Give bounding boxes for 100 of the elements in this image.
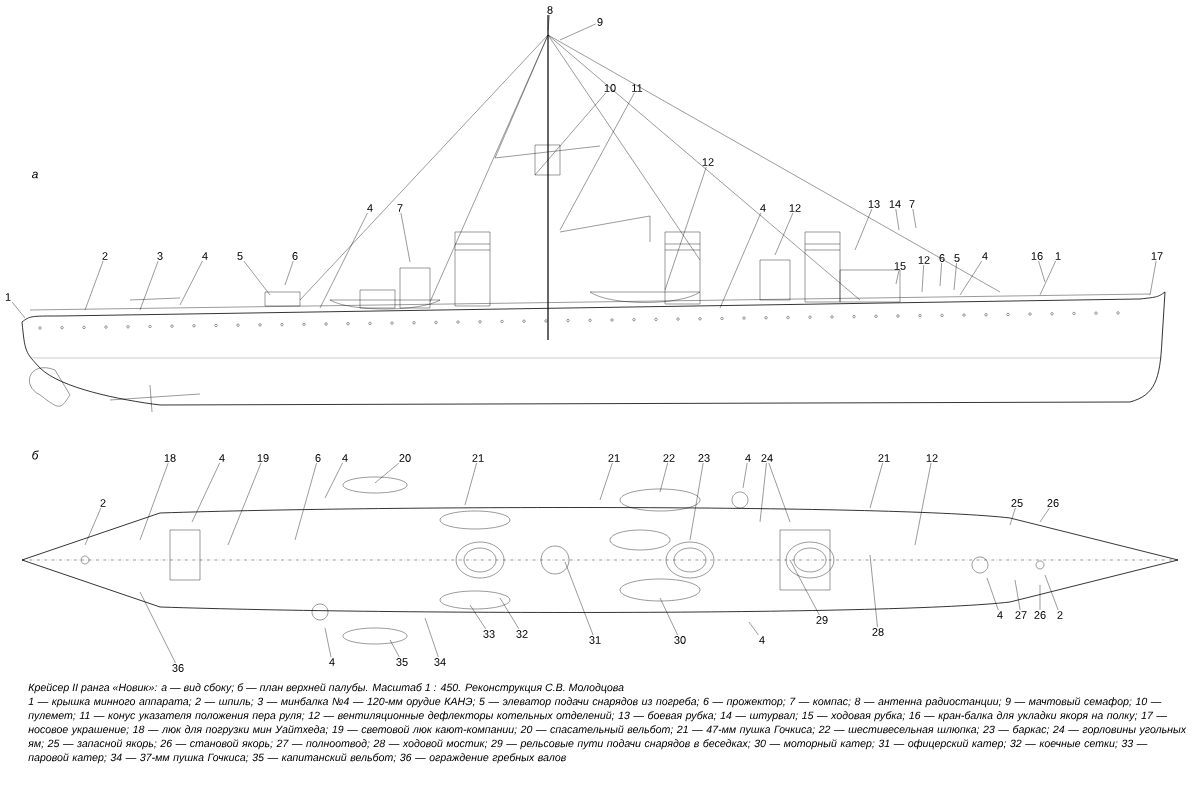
leader-line <box>1039 260 1056 296</box>
leader-line <box>469 604 486 630</box>
callout-number: 34 <box>434 658 446 666</box>
callout-number: 33 <box>483 630 495 638</box>
callout-number: 16 <box>1031 252 1043 260</box>
callout-number: 11 <box>632 84 643 92</box>
leader-line <box>664 166 707 291</box>
leader-line <box>499 597 520 630</box>
callout-number: 26 <box>1034 611 1046 619</box>
leader-line <box>294 462 317 541</box>
leader-line <box>389 639 400 658</box>
callout-number: 1 <box>5 293 11 301</box>
callout-number: 29 <box>816 616 828 624</box>
leader-line <box>748 621 759 636</box>
callout-number: 4 <box>219 454 225 462</box>
leader-line <box>789 559 820 616</box>
leader-line <box>719 212 762 309</box>
callout-number: 6 <box>315 454 321 462</box>
leader-line <box>374 462 400 484</box>
callout-number: 15 <box>894 262 906 270</box>
callout-number: 7 <box>909 200 915 208</box>
leader-line <box>139 260 159 311</box>
callout-number: 2 <box>102 252 108 260</box>
callout-number: 35 <box>396 658 408 666</box>
leader-line <box>324 462 343 499</box>
callout-number: 10 <box>604 84 616 92</box>
leader-line <box>559 92 635 231</box>
callout-number: 4 <box>342 454 348 462</box>
leader-line <box>914 462 932 546</box>
leader-line <box>400 212 411 263</box>
leader-line <box>759 462 767 523</box>
leader-line <box>1039 507 1050 523</box>
leader-line <box>895 208 900 231</box>
callout-number: 4 <box>760 204 766 212</box>
callout-number: 24 <box>761 454 773 462</box>
leader-line <box>84 507 102 546</box>
callout-number: 6 <box>939 254 945 262</box>
leader-line <box>1039 584 1041 611</box>
leader-line <box>139 591 176 664</box>
leader-line <box>895 270 900 285</box>
callout-number: 9 <box>597 18 603 26</box>
callout-number: 4 <box>745 454 751 462</box>
callout-number: 36 <box>172 664 184 672</box>
callout-number: 3 <box>157 252 163 260</box>
callout-number: 13 <box>868 200 880 208</box>
callout-number: 21 <box>472 454 484 462</box>
callout-number: 19 <box>257 454 269 462</box>
callout-number: 4 <box>367 204 373 212</box>
callout-number: 21 <box>608 454 620 462</box>
callout-number: 25 <box>1011 499 1023 507</box>
leader-line <box>243 260 271 296</box>
leader-line <box>84 260 104 311</box>
leader-line <box>284 260 294 286</box>
callout-number: 4 <box>759 636 765 644</box>
leader-line <box>464 462 477 506</box>
leader-line <box>768 462 791 523</box>
leader-line <box>1014 579 1021 611</box>
leader-line <box>534 92 606 176</box>
key-text: 1 — крышка минного аппарата; 2 — шпиль; 3 — минбалка №4 — 120-мм орудие КАНЭ; 5 — элеватор подачи снарядов из погреба; 6 — прожектор; 7 — компас; 8 — антенна радиостанции; 9 — мачтовый семафор; 10 — пулемет; 11 — конус указателя положения пера руля; 12 — вентиляционные дефлекторы котельных отделений; 13 — боевая рубка; 14 — штурвал; 15 — ходовая рубка; 16 — кран-балка для укладки якоря на полку; 17 — носовое украшение; 18 — люк для погрузки мин Уайтхеда; 19 — световой люк кают-компании; 20 — спасательный вельбот; 21 — 47-мм пушка Гочкиса; 22 — шестивесельная шлюпка; 23 — баркас; 24 — горловины угольных ям; 25 — запасной якорь; 26 — становой якорь; 27 — полноотвод; 28 — ходовой мостик; 29 — рельсовые пути подачи снарядов в беседках; 30 — моторный катер; 31 — офицерский катер; 32 — коечные сетки; 33 — паровой катер; 34 — 37-мм пушка Гочкиса; 35 — капитанский вельбот; 36 — ограждение гребных валов <box>27 697 1187 764</box>
leader-line <box>424 617 439 658</box>
callout-number: 31 <box>589 636 601 644</box>
leader-line <box>986 577 999 611</box>
callout-number: 12 <box>702 158 714 166</box>
leader-line <box>559 23 596 41</box>
leader-line <box>1149 260 1157 296</box>
leader-line <box>742 462 748 489</box>
leader-line <box>689 462 704 541</box>
leader-line <box>869 554 878 628</box>
leader-line <box>227 462 262 546</box>
callout-number: 4 <box>982 252 988 260</box>
leader-line <box>939 262 942 287</box>
callout-number: 4 <box>329 658 335 666</box>
leader-line <box>659 597 678 636</box>
callout-number: 32 <box>516 630 528 638</box>
callout-number: 5 <box>237 252 243 260</box>
leader-line <box>921 264 924 293</box>
callout-number: 12 <box>918 256 930 264</box>
leader-line <box>953 262 957 291</box>
leader-line <box>869 462 883 509</box>
callout-number: 2 <box>1057 611 1063 619</box>
callout-number: 1 <box>1055 252 1061 260</box>
callout-number: 6 <box>292 252 298 260</box>
leader-line <box>959 260 982 296</box>
leader-line <box>1038 260 1046 283</box>
callout-number: 12 <box>789 204 801 212</box>
caption: Крейсер II ранга «Новик»: а — вид сбоку; б — план верхней палубы. Масштаб 1 : 450. Реконструкция С.В. Молодцова <box>28 683 624 694</box>
leader-line <box>599 462 613 501</box>
callout-number: 27 <box>1015 611 1027 619</box>
leader-line <box>659 462 668 493</box>
callout-number: 12 <box>926 454 938 462</box>
callout-number: 8 <box>547 6 553 14</box>
callout-number: 7 <box>397 204 403 212</box>
callout-number: 5 <box>954 254 960 262</box>
leader-line <box>191 462 220 523</box>
leader-line <box>179 260 203 306</box>
callout-number: 4 <box>997 611 1003 619</box>
view-label: б <box>32 450 39 460</box>
callout-number: 26 <box>1047 499 1059 507</box>
leader-line <box>854 208 873 251</box>
leader-line <box>139 462 169 541</box>
